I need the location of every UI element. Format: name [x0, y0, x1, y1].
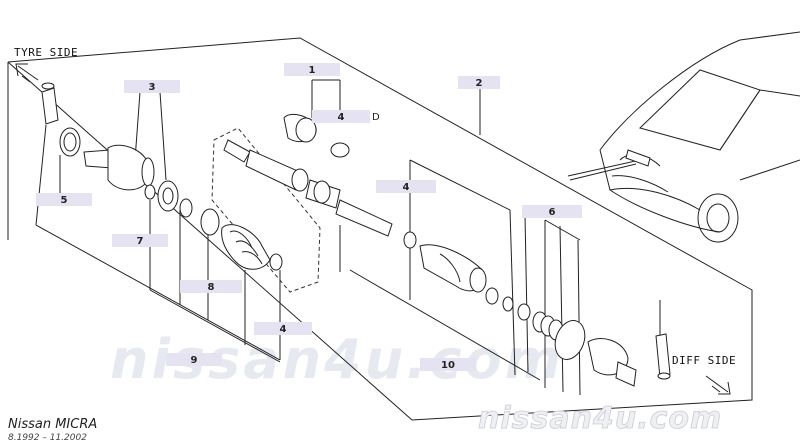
- small-band-part: [269, 253, 283, 271]
- retainer-ring-part: [517, 303, 531, 321]
- bearing-cage-part: [157, 180, 179, 212]
- o-ring-part: [554, 320, 586, 360]
- car-illustration: [567, 31, 800, 243]
- label-box-8: [180, 280, 242, 293]
- label-box-2: [458, 76, 500, 89]
- model-name: Nissan MICRA: [8, 417, 97, 432]
- label-box-7: [112, 234, 168, 247]
- model-years: 8.1992 – 11.2002: [8, 433, 87, 443]
- diff-side-label: DIFF SIDE: [672, 354, 736, 367]
- spring-part: [532, 311, 564, 341]
- outer-cv-joint-part: [83, 144, 155, 191]
- tyre-side-label: TYRE SIDE: [14, 46, 78, 59]
- part-number-6: 6: [549, 207, 556, 218]
- label-box-6: [522, 205, 582, 218]
- part-number-4-mid: 4: [403, 182, 410, 193]
- inner-boot-part: [419, 244, 487, 293]
- part-number-10: 10: [441, 360, 455, 371]
- label-box-1: [284, 63, 340, 76]
- snap-ring-part: [179, 198, 193, 218]
- label-box-10: [420, 358, 476, 371]
- label-box-4c: [254, 322, 312, 335]
- part-number-3: 3: [149, 82, 156, 93]
- part-number-7: 7: [137, 236, 144, 247]
- part-number-5: 5: [61, 195, 68, 206]
- part-number-4-top: 4: [338, 112, 345, 123]
- snap-ring-inner-part: [502, 296, 514, 312]
- label-box-9: [166, 353, 222, 366]
- label-box-3: [124, 80, 180, 93]
- drive-shaft-part: [223, 139, 393, 237]
- part-number-9: 9: [191, 355, 198, 366]
- label-box-4a: [312, 110, 370, 123]
- dashed-kit-box: [211, 127, 321, 293]
- detail-letter: D: [372, 112, 380, 123]
- assembly-frame: [7, 37, 753, 421]
- label-box-4b: [376, 180, 436, 193]
- part-number-2: 2: [476, 78, 483, 89]
- damper-part: [283, 113, 317, 143]
- grease-tube-part: [41, 82, 59, 125]
- arrow-up-left-icon: [15, 63, 39, 83]
- leader-lines: [35, 79, 661, 396]
- part-number-1: 1: [309, 65, 316, 76]
- watermark-corner: nissan4u.com: [478, 401, 722, 436]
- inner-cv-joint-part: [587, 338, 637, 387]
- label-box-5: [36, 193, 92, 206]
- seal-ring-5-inner: [63, 132, 77, 152]
- arrow-down-right-icon: [705, 375, 731, 395]
- outer-boot-part: [221, 224, 271, 270]
- part-number-4-low: 4: [280, 324, 287, 335]
- boot-band-part: [200, 208, 220, 236]
- part-number-8: 8: [208, 282, 215, 293]
- band-4-top-part: [330, 142, 350, 158]
- circlip-part: [144, 184, 156, 200]
- band-4-mid-part: [403, 231, 417, 249]
- grease-tube-diff-part: [655, 333, 671, 380]
- tripod-part: [485, 287, 499, 305]
